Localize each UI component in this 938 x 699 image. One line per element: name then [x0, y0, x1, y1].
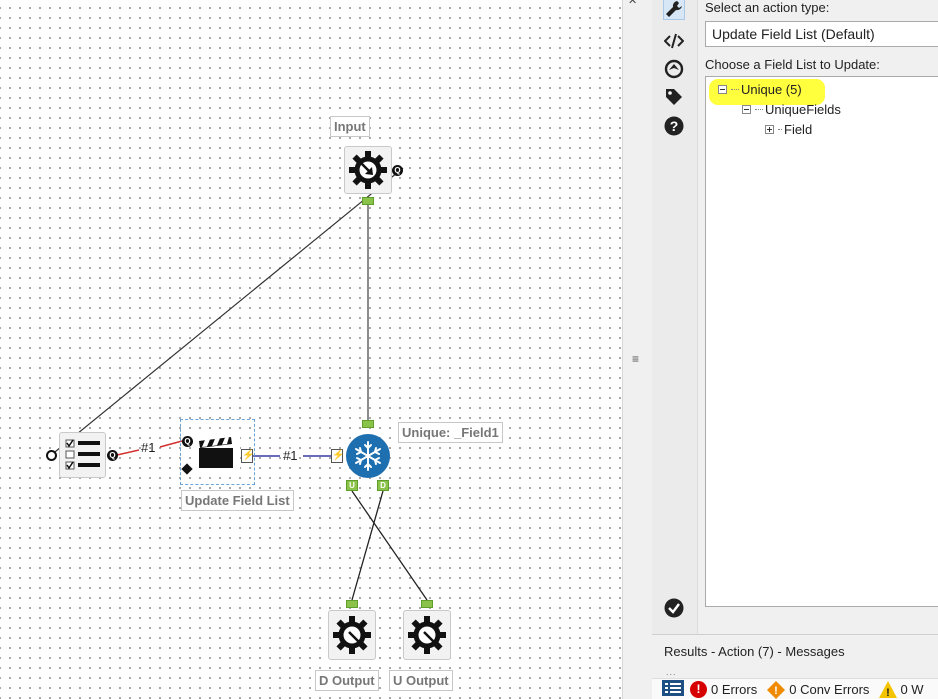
macro-input-icon	[349, 151, 387, 189]
action-tool-selection	[180, 419, 255, 485]
unique-tool[interactable]	[344, 432, 392, 480]
close-icon[interactable]: ✕	[628, 0, 638, 7]
tree-node-unique[interactable]: Unique (5)	[718, 82, 802, 97]
svg-text:!: !	[774, 685, 778, 697]
action-clapboard-icon	[199, 437, 233, 468]
error-icon: !	[690, 681, 707, 698]
d-output-tool[interactable]	[328, 610, 376, 660]
question-anchor[interactable]: Q	[392, 165, 403, 176]
checkmark-circle-icon[interactable]	[664, 598, 684, 621]
unique-d-anchor[interactable]: D	[377, 480, 389, 491]
tree-node-label: Field	[784, 122, 813, 137]
unique-tool-label: Unique: _Field1	[398, 422, 503, 443]
input-tool[interactable]	[344, 146, 392, 194]
warnings-count: 0 W	[900, 682, 924, 697]
conv-errors-count: 0 Conv Errors	[789, 682, 870, 697]
macro-output-icon	[408, 616, 446, 654]
connection-label: #1	[141, 440, 156, 455]
warnings-stat[interactable]: ! 0 W	[879, 681, 924, 698]
action-tool-label: Update Field List	[181, 490, 294, 511]
u-output-label: U Output	[389, 670, 453, 691]
select-fields-icon	[65, 439, 100, 470]
input-tool-label: Input	[330, 116, 370, 137]
unique-input-anchor[interactable]	[362, 420, 374, 428]
select-tool[interactable]	[59, 432, 106, 478]
svg-text:!: !	[887, 687, 891, 698]
select-input-anchor[interactable]	[46, 450, 57, 461]
action-type-select[interactable]: Update Field List (Default)	[705, 21, 938, 47]
unique-u-anchor[interactable]: U	[346, 480, 358, 491]
tree-node-field[interactable]: Field	[765, 122, 812, 137]
wire-select-to-action	[116, 449, 140, 456]
action-type-label: Select an action type:	[705, 0, 830, 15]
svg-text:?: ?	[670, 118, 679, 134]
unique-snowflake-icon	[346, 434, 390, 478]
field-list-tree[interactable]: Unique (5) UniqueFields Field	[705, 76, 938, 607]
conv-error-icon: !	[767, 680, 786, 699]
connection-label: #1	[283, 448, 298, 463]
config-icon-rail: ?	[652, 0, 698, 634]
d-output-label: D Output	[315, 670, 379, 691]
select-question-anchor[interactable]: Q	[107, 450, 118, 461]
collapse-icon[interactable]	[718, 85, 727, 94]
annotation-icon[interactable]	[663, 58, 685, 80]
action-output-anchor[interactable]: ⚡	[241, 449, 255, 463]
highlight-marker	[709, 79, 825, 105]
configuration-panel: ? Select an action type: Update Field Li…	[652, 0, 938, 634]
results-panel: Results - Action (7) - Messages ... ! 0 …	[652, 634, 938, 699]
action-question-anchor[interactable]: Q	[182, 436, 193, 447]
results-status-bar: ! 0 Errors ! 0 Conv Errors ! 0 W	[652, 678, 938, 699]
action-tool[interactable]	[192, 430, 240, 476]
u-output-input-anchor[interactable]	[421, 600, 433, 608]
expand-icon[interactable]	[765, 125, 774, 134]
tree-node-label: UniqueFields	[765, 102, 841, 117]
connection-wires	[49, 167, 428, 601]
field-list-label: Choose a Field List to Update:	[705, 57, 880, 72]
tag-icon[interactable]	[663, 86, 685, 108]
macro-output-icon	[333, 616, 371, 654]
results-grip[interactable]: ...	[666, 667, 677, 677]
help-icon[interactable]: ?	[663, 115, 685, 137]
wrench-icon[interactable]	[663, 0, 685, 20]
tree-node-uniquefields[interactable]: UniqueFields	[742, 102, 841, 117]
collapse-icon[interactable]	[742, 105, 751, 114]
splitter-grip-icon[interactable]: ≡	[632, 352, 640, 366]
errors-stat[interactable]: ! 0 Errors	[690, 681, 757, 698]
tree-node-label: Unique (5)	[741, 82, 802, 97]
workflow-canvas[interactable]: Input Q	[0, 0, 622, 699]
list-view-icon[interactable]	[662, 680, 684, 699]
u-output-tool[interactable]	[403, 610, 451, 660]
panel-splitter[interactable]: ≡	[622, 0, 652, 699]
unique-action-anchor[interactable]: ⚡	[331, 449, 345, 463]
conv-errors-stat[interactable]: ! 0 Conv Errors	[767, 680, 870, 699]
errors-count: 0 Errors	[711, 682, 758, 697]
wire-unique-d-to-d-output	[351, 490, 384, 601]
warning-icon: !	[879, 681, 898, 698]
results-title: Results - Action (7) - Messages	[664, 644, 845, 659]
wire-unique-u-to-u-output	[351, 490, 428, 601]
d-output-input-anchor[interactable]	[346, 600, 358, 608]
code-icon[interactable]	[663, 30, 685, 52]
input-output-anchor[interactable]	[362, 197, 374, 205]
wire-input-to-select	[49, 167, 404, 457]
